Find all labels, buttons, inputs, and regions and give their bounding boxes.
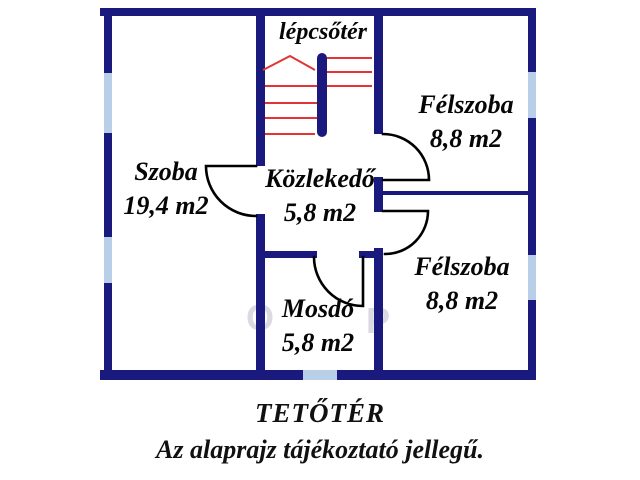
door-felszoba-bottom [381,209,430,256]
door-szoba [204,164,258,218]
room-label-mosdo: Mosdó 5,8 m2 [254,292,382,360]
wall-szoba-divider-top [256,14,265,166]
window-left-upper [104,73,112,133]
plan-title: TETŐTÉR [254,398,385,428]
room-name: Félszoba [414,252,510,281]
room-name: Közlekedő [265,164,375,193]
room-label-szoba: Szoba 19,4 m2 [108,155,224,223]
room-name: Félszoba [418,90,514,119]
wall-mosdo-top-right [359,251,383,258]
window-bottom [303,370,337,380]
plan-disclaimer: Az alaprajz tájékoztató jellegű. [156,435,484,464]
wall-top [100,8,536,16]
wall-left [104,8,112,378]
wall-door-stub [374,177,383,212]
room-name: Szoba [134,157,198,186]
wall-mosdo-right [374,248,383,374]
stair-direction-arrow [262,54,316,71]
wall-stairwell-right [374,14,383,134]
room-name: Mosdó [281,294,355,323]
room-label-felszoba-bottom: Félszoba 8,8 m2 [394,250,530,318]
window-left-lower [104,237,112,283]
room-name: lépcsőtér [279,19,367,45]
room-area: 8,8 m2 [425,286,499,315]
door-mosdo [312,255,365,308]
room-area: 19,4 m2 [123,191,209,220]
room-label-felszoba-top: Félszoba 8,8 m2 [398,88,534,156]
window-right-lower [528,255,536,300]
stair-rail [317,53,327,137]
wall-mosdo-top-left [256,251,317,258]
room-area: 5,8 m2 [283,198,357,227]
room-label-lepcsoter: lépcsőtér [256,17,390,47]
door-felszoba-top [381,132,431,182]
wall-felszoba-divider [383,191,528,195]
room-area: 8,8 m2 [429,124,503,153]
room-area: 5,8 m2 [281,328,355,357]
wall-szoba-divider-bottom [256,214,265,374]
wall-right [528,8,536,378]
room-label-kozlekedo: Közlekedő 5,8 m2 [256,162,384,230]
window-right-upper [528,72,536,118]
